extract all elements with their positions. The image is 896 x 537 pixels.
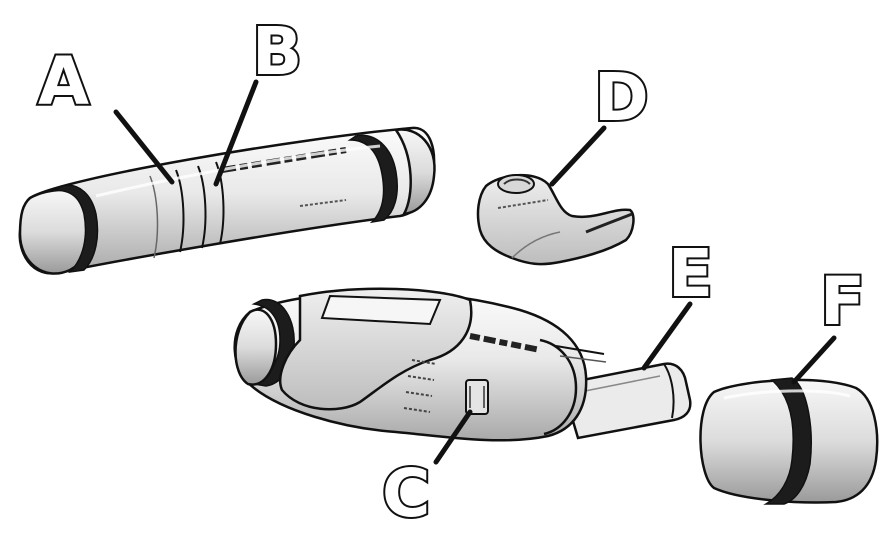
leader-f [791, 335, 837, 385]
callout-d: D [594, 59, 649, 136]
callout-a: A [38, 43, 89, 120]
callout-c: C [382, 455, 430, 532]
clip-part [476, 173, 635, 266]
callout-e: E [668, 235, 713, 312]
leader-e [641, 301, 693, 371]
main-body [233, 287, 692, 442]
leader-c [433, 409, 473, 465]
callout-labels: A B C D E F [36, 11, 867, 534]
device-button [465, 379, 489, 415]
end-cap [699, 377, 879, 505]
usb-connector [560, 362, 692, 440]
leader-a [113, 109, 175, 185]
callout-b: B [252, 13, 302, 90]
leader-b [213, 79, 259, 187]
leader-lines [113, 79, 837, 465]
cap-band [763, 377, 812, 505]
callout-f: F [820, 263, 865, 340]
leader-d [549, 125, 607, 187]
housing-sleeve [18, 126, 436, 275]
left-band [53, 184, 99, 274]
right-band [347, 134, 398, 224]
body-brand-print [469, 333, 541, 353]
